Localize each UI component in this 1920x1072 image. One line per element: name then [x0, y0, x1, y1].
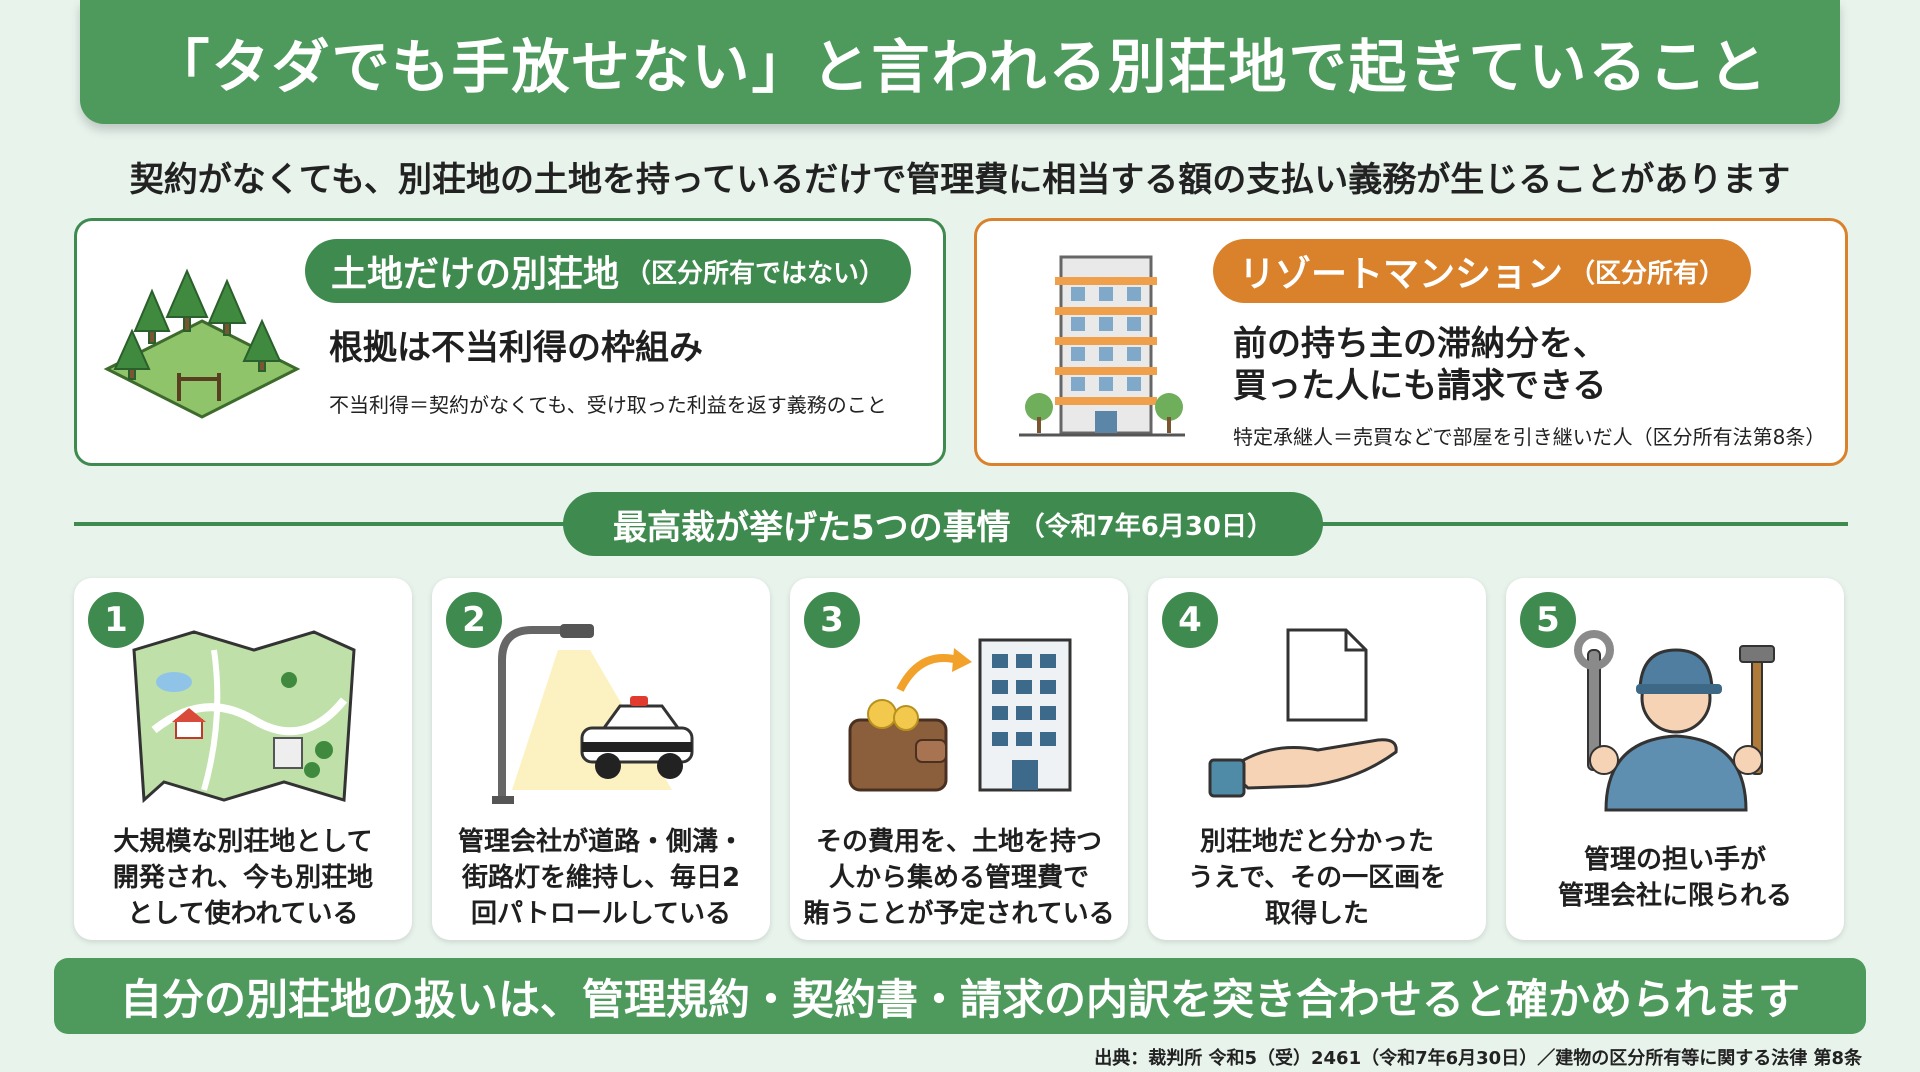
factor-text-line: うえで、その一区画を [1187, 863, 1447, 893]
page-title: 「タダでも手放せない」と言われる別荘地で起きていること [151, 33, 1769, 101]
factor-number: 2 [446, 592, 502, 648]
factor-text-line: 賄うことが予定されている [803, 899, 1115, 929]
forest-land-icon [103, 268, 301, 419]
factor-card-2: 2 管理会社が道路・側溝・ 街路灯を維持し、毎日2 回パトロールしている [432, 578, 770, 940]
factor-text-line: 管理の担い手が [1583, 845, 1766, 875]
worker-tools-icon [1574, 630, 1775, 812]
factor-text-line: 管理会社に限られる [1557, 881, 1792, 911]
factor-text: その費用を、土地を持つ 人から集める管理費で 賄うことが予定されている [800, 826, 1118, 930]
factor-text: 大規模な別荘地として 開発され、今も別荘地 として使われている [84, 826, 402, 930]
factor-text: 別荘地だと分かった うえで、その一区画を 取得した [1158, 826, 1476, 930]
section-title: 最高裁が挙げた5つの事情 [612, 507, 1011, 548]
factor-text-line: 人から集める管理費で [828, 863, 1089, 893]
land-only-pill: 土地だけの別荘地 （区分所有ではない） [305, 239, 912, 303]
conclusion-bar: 自分の別荘地の扱いは、管理規約・契約書・請求の内訳を突き合わせると確かめられます [54, 958, 1866, 1034]
section-date: （令和7年6月30日） [1018, 511, 1274, 542]
lead-text: 契約がなくても、別荘地の土地を持っているだけで管理費に相当する額の支払い義務が生… [129, 160, 1791, 200]
factor-text: 管理の担い手が 管理会社に限られる [1516, 826, 1834, 930]
resort-heading-line1: 前の持ち主の滞納分を、 [1233, 324, 1607, 364]
factor-text-line: 大規模な別荘地として [113, 827, 373, 857]
factor-text-line: 別荘地だと分かった [1199, 827, 1434, 857]
hand-document-icon [1208, 628, 1398, 798]
apartment-building-icon [1019, 255, 1185, 437]
factor-number: 1 [88, 592, 144, 648]
wallet-building-icon [848, 638, 1072, 792]
resort-note: 特定承継人＝売買などで部屋を引き継いだ人（区分所有法第8条） [1233, 425, 1826, 449]
resort-heading-line2: 買った人にも請求できる [1233, 366, 1607, 406]
land-only-note: 不当利得＝契約がなくても、受け取った利益を返す義務のこと [329, 393, 887, 417]
streetlight-police-car-icon [492, 624, 694, 804]
factor-text-line: 街路灯を維持し、毎日2 [461, 863, 741, 893]
land-only-pill-sub: （区分所有ではない） [625, 258, 886, 289]
map-icon [132, 630, 356, 804]
factor-text-line: その費用を、土地を持つ [815, 827, 1102, 857]
land-only-pill-main: 土地だけの別荘地 [331, 254, 620, 295]
factor-text-line: として使われている [127, 899, 359, 929]
factor-number: 5 [1520, 592, 1576, 648]
section-pill: 最高裁が挙げた5つの事情 （令和7年6月30日） [563, 492, 1323, 556]
factor-card-5: 5 管理の担い手が 管理会社に限られる [1506, 578, 1844, 940]
resort-pill-sub: （区分所有） [1569, 258, 1726, 289]
source-citation: 出典：裁判所 令和5（受）2461（令和7年6月30日）／建物の区分所有等に関す… [1094, 1048, 1862, 1069]
factor-card-3: 3 その費用を、土地を持つ 人から集める管理費で 賄うことが予定されている [790, 578, 1128, 940]
factor-text: 管理会社が道路・側溝・ 街路灯を維持し、毎日2 回パトロールしている [442, 826, 760, 930]
factor-card-1: 1 大規模な別荘地として 開発され、今も別荘地 として使われている [74, 578, 412, 940]
card-land-only: 土地だけの別荘地 （区分所有ではない） 根拠は不当利得の枠組み 不当利得＝契約が… [74, 218, 946, 466]
factor-number: 4 [1162, 592, 1218, 648]
title-banner: 「タダでも手放せない」と言われる別荘地で起きていること [80, 0, 1840, 124]
factor-number: 3 [804, 592, 860, 648]
factor-text-line: 回パトロールしている [470, 899, 731, 929]
resort-heading: 前の持ち主の滞納分を、 買った人にも請求できる [1233, 323, 1607, 407]
factor-text-line: 管理会社が道路・側溝・ [457, 827, 744, 857]
resort-pill-main: リゾートマンション [1239, 254, 1564, 295]
resort-pill: リゾートマンション （区分所有） [1213, 239, 1752, 303]
factor-text-line: 取得した [1264, 899, 1369, 929]
card-resort-mansion: リゾートマンション （区分所有） 前の持ち主の滞納分を、 買った人にも請求できる… [974, 218, 1848, 466]
factor-card-4: 4 別荘地だと分かった うえで、その一区画を 取得した [1148, 578, 1486, 940]
land-only-heading: 根拠は不当利得の枠組み [329, 328, 703, 368]
factor-text-line: 開発され、今も別荘地 [112, 863, 374, 893]
